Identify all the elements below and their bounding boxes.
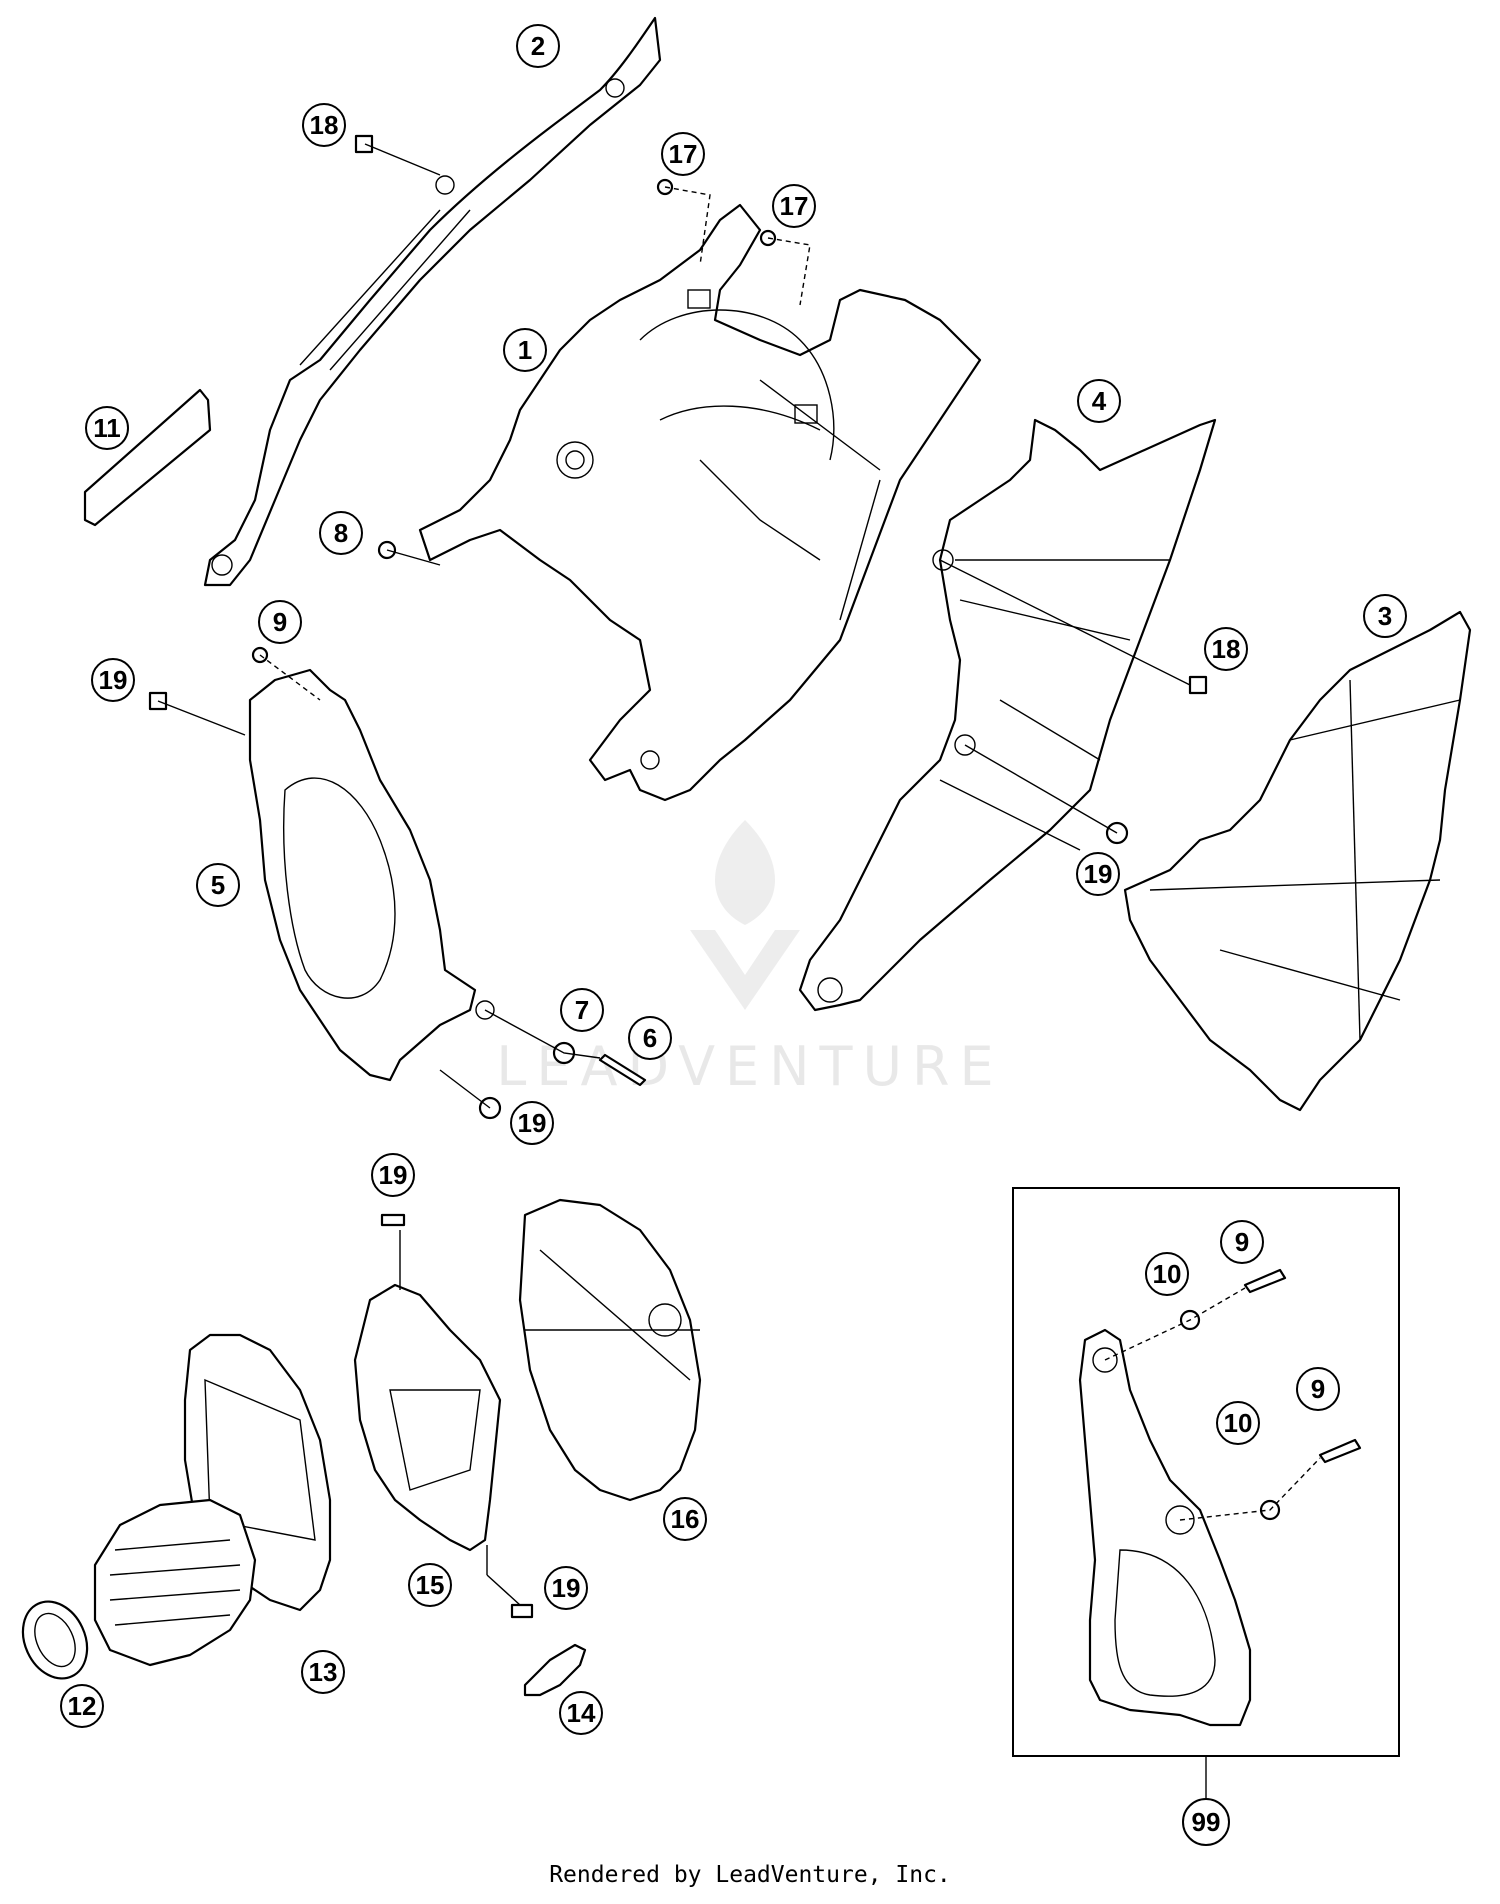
part-15-filter-cage[interactable] [353, 1260, 502, 1575]
part-3-number-plate[interactable] [1123, 610, 1472, 1112]
svg-text:9: 9 [1235, 1227, 1249, 1257]
svg-text:19: 19 [99, 665, 128, 695]
fastener-18b[interactable] [1188, 675, 1208, 695]
callout-17a[interactable]: 17 [661, 132, 705, 176]
callout-19e[interactable]: 19 [544, 1566, 588, 1610]
callout-4[interactable]: 4 [1077, 379, 1121, 423]
callout-14[interactable]: 14 [559, 1691, 603, 1735]
svg-text:10: 10 [1153, 1259, 1182, 1289]
callout-17b[interactable]: 17 [772, 184, 816, 228]
svg-text:1: 1 [518, 335, 532, 365]
flame-logo-icon [715, 820, 775, 925]
svg-text:8: 8 [334, 518, 348, 548]
part-16-cover[interactable] [518, 1198, 702, 1502]
part-1-airbox-housing[interactable] [418, 203, 982, 802]
callout-9c[interactable]: 9 [1296, 1367, 1340, 1411]
svg-text:99: 99 [1192, 1807, 1221, 1837]
footer-credit: Rendered by LeadVenture, Inc. [549, 1862, 951, 1888]
callout-9a[interactable]: 9 [258, 600, 302, 644]
svg-text:17: 17 [669, 139, 698, 169]
callout-16[interactable]: 16 [663, 1497, 707, 1541]
callout-13[interactable]: 13 [301, 1650, 345, 1694]
svg-text:10: 10 [1224, 1408, 1253, 1438]
callout-19d[interactable]: 19 [371, 1153, 415, 1197]
callout-9b[interactable]: 9 [1220, 1220, 1264, 1264]
callout-10a[interactable]: 10 [1145, 1252, 1189, 1296]
svg-text:13: 13 [309, 1657, 338, 1687]
svg-text:19: 19 [1084, 859, 1113, 889]
part-13-filter-boot[interactable] [93, 1333, 332, 1667]
callout-12[interactable]: 12 [60, 1684, 104, 1728]
part-2-trim-strip[interactable] [203, 16, 662, 587]
svg-text:2: 2 [531, 31, 545, 61]
svg-text:3: 3 [1378, 601, 1392, 631]
part-5-filter-frame[interactable] [248, 668, 495, 1082]
svg-text:17: 17 [780, 191, 809, 221]
svg-text:12: 12 [68, 1691, 97, 1721]
callout-11[interactable]: 11 [85, 406, 129, 450]
callout-5[interactable]: 5 [196, 863, 240, 907]
svg-text:6: 6 [643, 1023, 657, 1053]
svg-text:18: 18 [1212, 634, 1241, 664]
svg-text:5: 5 [211, 870, 225, 900]
part-99-plate-bracket[interactable] [1078, 1268, 1362, 1727]
lv-logo-icon [690, 930, 800, 1010]
callout-99[interactable]: 99 [1182, 1798, 1230, 1846]
callout-8[interactable]: 8 [319, 511, 363, 555]
callout-1[interactable]: 1 [503, 328, 547, 372]
leadventure-watermark: LEADVENTURE [496, 820, 1003, 1098]
svg-text:19: 19 [379, 1160, 408, 1190]
callout-15[interactable]: 15 [408, 1563, 452, 1607]
svg-text:9: 9 [273, 607, 287, 637]
callout-10b[interactable]: 10 [1216, 1401, 1260, 1445]
callout-3[interactable]: 3 [1363, 594, 1407, 638]
callout-19b[interactable]: 19 [1076, 852, 1120, 896]
svg-text:14: 14 [567, 1698, 596, 1728]
svg-text:4: 4 [1092, 386, 1107, 416]
part-14-bracket[interactable] [523, 1643, 587, 1697]
svg-text:19: 19 [518, 1108, 547, 1138]
callout-18b[interactable]: 18 [1204, 627, 1248, 671]
svg-text:7: 7 [575, 995, 589, 1025]
fastener-6[interactable] [598, 1053, 647, 1087]
callout-7[interactable]: 7 [560, 988, 604, 1032]
callout-18a[interactable]: 18 [302, 103, 346, 147]
part-11-pad[interactable] [83, 388, 212, 527]
fastener-19d[interactable] [380, 1213, 406, 1227]
callout-6[interactable]: 6 [628, 1016, 672, 1060]
callout-2[interactable]: 2 [516, 24, 560, 68]
svg-text:9: 9 [1311, 1374, 1325, 1404]
svg-text:15: 15 [416, 1570, 445, 1600]
svg-text:16: 16 [671, 1504, 700, 1534]
svg-text:18: 18 [310, 110, 339, 140]
part-12-clamp[interactable] [11, 1591, 99, 1689]
watermark-text: LEADVENTURE [496, 1035, 1003, 1098]
callout-19a[interactable]: 19 [91, 658, 135, 702]
svg-text:11: 11 [93, 413, 121, 443]
fastener-19e[interactable] [510, 1603, 534, 1619]
fastener-18a[interactable] [354, 134, 374, 154]
callout-19c[interactable]: 19 [510, 1101, 554, 1145]
leader-lines [157, 143, 1191, 1606]
svg-text:19: 19 [552, 1573, 581, 1603]
part-4-side-panel[interactable] [798, 418, 1217, 1012]
